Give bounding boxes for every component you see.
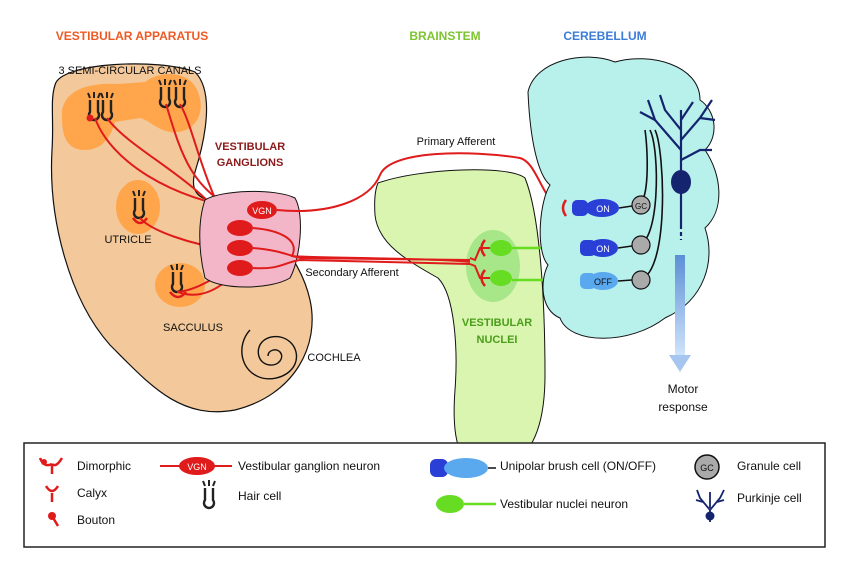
cerebellum-shape — [527, 56, 720, 339]
granule-cell — [631, 235, 651, 255]
legend-hair-cell: Hair cell — [238, 489, 281, 503]
header-brainstem: BRAINSTEM — [409, 29, 480, 43]
vestibular-ganglion-body — [199, 191, 301, 288]
header-vestibular-apparatus: VESTIBULAR APPARATUS — [56, 29, 208, 43]
granule-cell — [631, 195, 651, 215]
legend-box — [23, 442, 826, 548]
purkinje-cell — [639, 94, 716, 240]
vgn-icon — [179, 457, 215, 475]
motor-response-arrow-head — [669, 355, 691, 372]
motor-response-label-2: response — [658, 400, 708, 414]
legend-granule-cell: Granule cell — [737, 459, 801, 473]
secondary-afferent-label: Secondary Afferent — [305, 267, 398, 279]
motor-response-label-1: Motor — [668, 382, 699, 396]
utricle-label: UTRICLE — [104, 234, 151, 246]
primary-afferent-fiber — [276, 152, 573, 212]
vgn-neuron — [227, 240, 253, 256]
ubc-on-label: ON — [596, 244, 610, 254]
purkinje-soma — [671, 170, 691, 194]
legend-purkinje-cell: Purkinje cell — [737, 491, 802, 505]
gc-label: GC — [635, 202, 647, 211]
cochlea-spiral — [241, 329, 298, 380]
legend-dimorphic: Dimorphic — [77, 459, 131, 473]
legend-vestibular-ganglion-neuron: Vestibular ganglion neuron — [238, 459, 380, 473]
unipolar-brush-cell-on — [572, 199, 633, 217]
legend-bouton: Bouton — [77, 513, 115, 527]
vgn-neuron — [227, 220, 253, 236]
semicircular-canals-organ — [61, 73, 201, 150]
vgn-neuron — [247, 201, 277, 219]
header-cerebellum: CEREBELLUM — [563, 29, 646, 43]
sacculus-organ — [155, 263, 205, 307]
unipolar-brush-cell-on — [580, 239, 633, 257]
vestibular-nuclei-label-1: VESTIBULAR — [462, 317, 532, 329]
primary-afferent-label: Primary Afferent — [417, 136, 496, 148]
legend-vestibular-nuclei-neuron: Vestibular nuclei neuron — [500, 497, 628, 511]
calyx-icon — [44, 485, 60, 502]
unipolar-brush-cell-icon — [430, 458, 496, 478]
motor-response-arrow-shaft — [675, 255, 685, 355]
bouton-ending — [86, 114, 94, 122]
ubc-off-label: OFF — [594, 277, 612, 287]
vestibular-ganglions-label-1: VESTIBULAR — [215, 141, 285, 153]
dimorphic-ending — [480, 239, 486, 257]
granule-cell-icon — [694, 454, 720, 480]
dimorphic-ending — [480, 269, 486, 287]
vestibular-nuclei-neuron — [490, 270, 512, 286]
sacculus-label: SACCULUS — [163, 322, 223, 334]
vestibular-ganglions-label-2: GANGLIONS — [217, 157, 284, 169]
legend-calyx: Calyx — [77, 486, 107, 500]
calyx-ending — [169, 291, 187, 299]
granule-cell — [631, 270, 651, 290]
ubc-on-label: ON — [596, 204, 610, 214]
vestibular-nuclei-label-2: NUCLEI — [477, 334, 518, 346]
semicircular-canals-label: 3 SEMI-CIRCULAR CANALS — [58, 65, 201, 77]
purkinje-cell-icon-soma — [705, 511, 715, 521]
unipolar-brush-cell-off — [580, 272, 633, 290]
purkinje-cell-icon — [695, 489, 725, 522]
vgn-label: VGN — [252, 206, 272, 216]
calyx-ending — [561, 199, 568, 217]
vgn-neuron — [227, 260, 253, 276]
legend-vgn-symbol: VGN — [187, 462, 207, 472]
secondary-afferent-fibers — [252, 227, 490, 279]
calyx-ending — [131, 217, 149, 225]
legend-unipolar-brush-cell: Unipolar brush cell (ON/OFF) — [500, 459, 656, 473]
legend-gc-symbol: GC — [700, 463, 714, 473]
utricle-organ — [116, 180, 160, 234]
vestibular-nuclei-neuron-icon — [436, 495, 464, 513]
cochlea-label: COCHLEA — [307, 352, 361, 364]
bouton-icon-stem — [50, 515, 60, 527]
dimorphic-icon-dot — [41, 459, 47, 465]
vestibular-nuclei-neuron — [490, 240, 512, 256]
